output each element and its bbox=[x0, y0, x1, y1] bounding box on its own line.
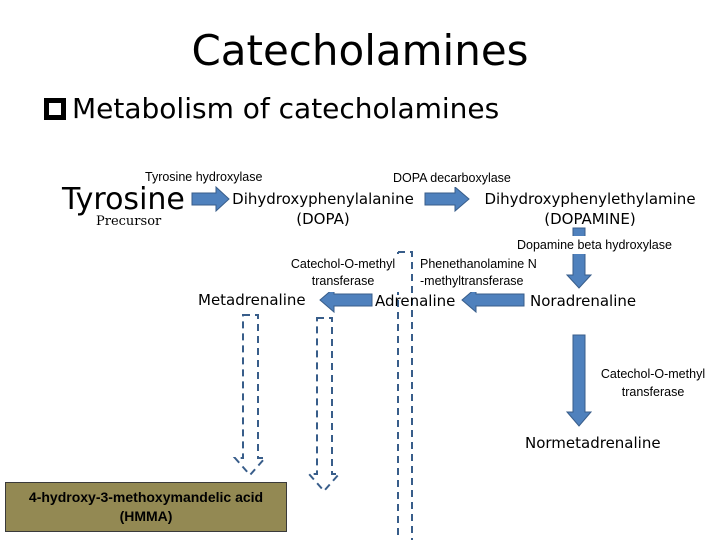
bullet-text: Metabolism of catecholamines bbox=[72, 92, 500, 125]
node-dopa-line1: Dihydroxyphenylalanine bbox=[232, 190, 414, 208]
node-adrenaline: Adrenaline bbox=[375, 292, 456, 310]
node-dopamine-line1: Dihydroxyphenylethylamine bbox=[484, 190, 696, 208]
slide-title: Catecholamines bbox=[191, 26, 529, 75]
enzyme-comt-right-line2: transferase bbox=[621, 385, 685, 399]
arrow-noradrenaline-to-adrenaline bbox=[461, 286, 525, 314]
arrow-adrenaline-to-metadrenaline bbox=[319, 286, 373, 314]
node-precursor: Precursor bbox=[96, 214, 162, 229]
enzyme-tyrosine-hydroxylase: Tyrosine hydroxylase bbox=[140, 168, 268, 186]
enzyme-comt-left-line1: Catechol-O-methyl bbox=[290, 257, 396, 271]
arrow-noradrenaline-to-normetadrenaline bbox=[565, 334, 593, 427]
enzyme-comt-right-line1: Catechol-O-methyl bbox=[600, 367, 706, 381]
node-normetadrenaline: Normetadrenaline bbox=[525, 434, 661, 452]
node-hmma: 4-hydroxy-3-methoxymandelic acid (HMMA) bbox=[5, 482, 287, 532]
arrow-tyrosine-to-dopa bbox=[191, 185, 230, 213]
enzyme-comt-left-line2: transferase bbox=[311, 274, 375, 288]
node-metadrenaline: Metadrenaline bbox=[198, 291, 306, 309]
checkbox-bullet-icon bbox=[44, 97, 66, 120]
enzyme-dopa-decarboxylase: DOPA decarboxylase bbox=[388, 169, 516, 187]
node-dopa-line2: (DOPA) bbox=[296, 210, 350, 228]
dashed-arrow-metadrenaline-to-hmma bbox=[232, 314, 268, 477]
enzyme-pnmt-line2: -methyltransferase bbox=[420, 274, 524, 288]
enzyme-pnmt: Phenethanolamine N -methyltransferase bbox=[417, 254, 553, 292]
arrow-dopa-to-dopamine bbox=[424, 185, 470, 213]
dashed-arrow-center-tall bbox=[397, 251, 413, 540]
node-hmma-line2: (HMMA) bbox=[119, 508, 173, 524]
node-noradrenaline: Noradrenaline bbox=[530, 292, 637, 310]
node-dopamine-line2: (DOPAMINE) bbox=[544, 210, 636, 228]
node-dopamine: Dihydroxyphenylethylamine (DOPAMINE) bbox=[483, 189, 697, 229]
dashed-arrow-adrenaline-down bbox=[306, 317, 342, 493]
enzyme-dopamine-beta-hydroxylase: Dopamine beta hydroxylase bbox=[512, 236, 677, 254]
node-hmma-line1: 4-hydroxy-3-methoxymandelic acid bbox=[28, 489, 264, 505]
node-tyrosine: Tyrosine bbox=[62, 182, 185, 217]
enzyme-comt-left: Catechol-O-methyl transferase bbox=[283, 254, 403, 292]
enzyme-pnmt-line1: Phenethanolamine N bbox=[420, 257, 537, 271]
node-dopa: Dihydroxyphenylalanine (DOPA) bbox=[230, 189, 416, 229]
section-bullet: Metabolism of catecholamines bbox=[44, 92, 499, 125]
enzyme-comt-right: Catechol-O-methyl transferase bbox=[592, 363, 714, 403]
